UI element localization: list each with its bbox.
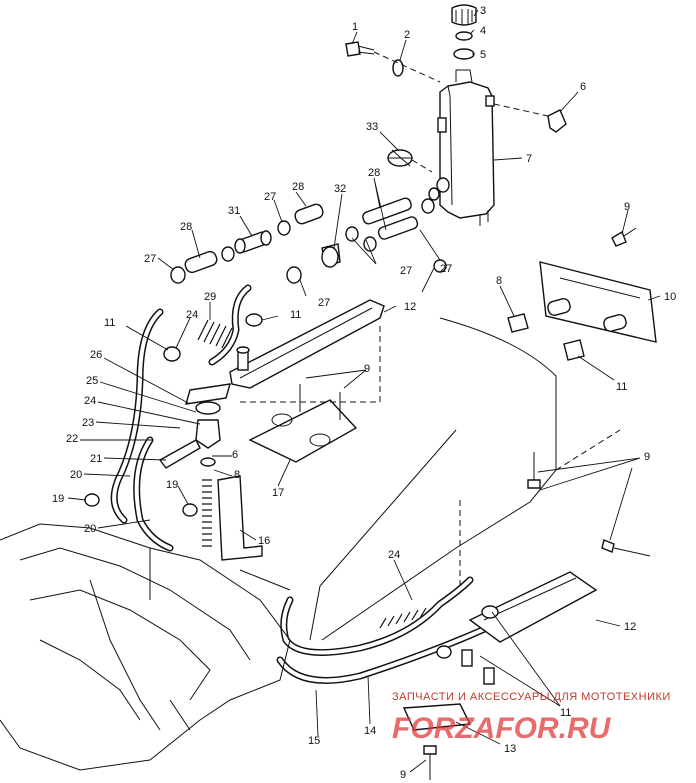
- callout-3: 3: [480, 5, 486, 17]
- callout-31: 31: [228, 205, 240, 217]
- tunnel-panel: [240, 317, 621, 641]
- callout-28: 29: [204, 291, 216, 303]
- tee-fitting: [158, 383, 231, 469]
- callout-30-top: 28: [292, 181, 304, 193]
- callout-27: 26: [90, 349, 102, 361]
- callout-22: 21: [90, 453, 102, 465]
- callout-23-upper: 24: [186, 309, 198, 321]
- callout-19-left: 19: [52, 493, 64, 505]
- callout-12-upper: 12: [404, 301, 416, 313]
- callout-23-left: 22: [66, 433, 78, 445]
- callout-33: 33: [366, 121, 378, 133]
- callout-7: 7: [526, 153, 532, 165]
- hose-clamp-right-lower: [563, 339, 585, 361]
- breather-valve: [387, 149, 433, 173]
- hose-clamp-right-upper: [507, 313, 529, 333]
- callout-30-right: 28: [368, 167, 380, 179]
- reservoir-bottle: [428, 69, 495, 226]
- bottle-clip: [547, 109, 567, 133]
- side-bracket: [539, 261, 657, 343]
- callout-11-left: 11: [104, 317, 115, 329]
- callout-12-lower: 12: [624, 621, 636, 633]
- coolant-hoses: [110, 284, 504, 684]
- upper-bracket: [229, 299, 385, 389]
- callout-26: 25: [86, 375, 98, 387]
- callout-9-center: 9: [364, 363, 370, 375]
- callout-4: 4: [480, 25, 486, 37]
- filler-seal: [453, 48, 475, 60]
- reservoir-cap: [451, 4, 477, 26]
- watermark-logo: FORZAFOR.RU: [392, 712, 612, 745]
- callout-16: 16: [258, 535, 270, 547]
- mounting-plate: [248, 384, 358, 463]
- callout-1: 1: [352, 21, 358, 33]
- callout-21: 20: [70, 469, 82, 481]
- callout-29-bottom: 27: [318, 297, 330, 309]
- callout-23-lower: 24: [388, 549, 400, 561]
- callout-14: 14: [364, 725, 376, 737]
- hose-clamp-upper: [245, 313, 263, 327]
- callout-15: 15: [308, 735, 320, 747]
- callout-29-left: 27: [144, 253, 156, 265]
- callout-25: 24: [84, 395, 96, 407]
- callout-6: 6: [580, 81, 586, 93]
- mounting-screw: [345, 41, 375, 57]
- callout-19-center: 19: [166, 479, 178, 491]
- callout-29-top: 27: [264, 191, 276, 203]
- hose-fittings-group: [170, 197, 447, 284]
- callout-30-left: 28: [180, 221, 192, 233]
- mounting-washer: [392, 59, 404, 77]
- callout-29-mid: 27: [400, 265, 412, 277]
- callout-20: 20: [84, 523, 96, 535]
- callout-11-lower: 11: [560, 707, 571, 719]
- callout-8-right: 8: [496, 275, 502, 287]
- callout-17: 17: [272, 487, 284, 499]
- hose-clamp-left: [163, 346, 181, 362]
- callout-9-bottom: 9: [400, 769, 406, 781]
- grommet-center: [182, 503, 198, 517]
- lower-bracket: [217, 475, 263, 561]
- callout-24: 23: [82, 417, 94, 429]
- bottom-plate: [402, 703, 472, 731]
- grommet-left: [84, 493, 100, 507]
- callout-6-lower: 6: [232, 449, 238, 461]
- callout-8-lower: 8: [234, 469, 240, 481]
- leader-lines: [67, 9, 661, 773]
- callout-labels: 1 2 3 4 5 6 7 33 28 28 32 27 31 28 27 27…: [52, 5, 676, 781]
- hose-springs: [197, 319, 427, 629]
- cap-gasket: [455, 31, 473, 41]
- chassis-frame: [0, 523, 291, 771]
- callout-9-top: 9: [624, 201, 630, 213]
- watermark: ЗАПЧАСТИ И АКСЕССУАРЫ ДЛЯ МОТОТЕХНИКИ FO…: [392, 691, 671, 745]
- callout-5: 5: [480, 49, 486, 61]
- callout-9-right: 9: [644, 451, 650, 463]
- callout-29-right: 27: [440, 263, 452, 275]
- callout-10: 10: [664, 291, 676, 303]
- callout-11-right: 11: [616, 381, 627, 393]
- callout-2: 2: [404, 29, 410, 41]
- callout-11-upper: 11: [290, 309, 301, 321]
- bolts: [423, 227, 651, 780]
- callout-32: 32: [334, 183, 346, 195]
- watermark-tagline: ЗАПЧАСТИ И АКСЕССУАРЫ ДЛЯ МОТОТЕХНИКИ: [392, 691, 671, 703]
- callout-13: 13: [504, 743, 516, 755]
